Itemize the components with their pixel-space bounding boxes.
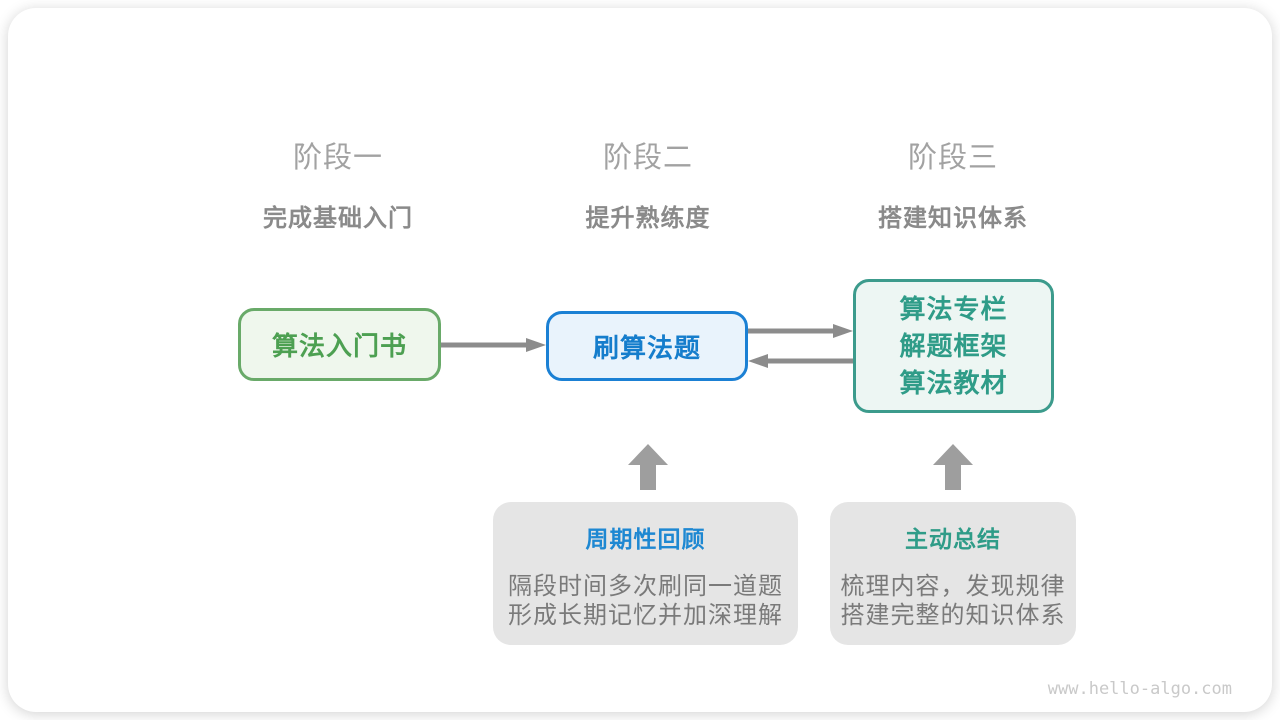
active-summary-note: 主动总结 梳理内容，发现规律 搭建完整的知识体系 [830, 502, 1076, 645]
resources-line-1: 算法专栏 [899, 293, 1008, 324]
stage-1-subtitle: 完成基础入门 [263, 205, 413, 232]
stage-2-subtitle: 提升熟练度 [585, 205, 711, 232]
block-arrow-up-summary-icon [933, 444, 973, 490]
arrow-right-box2-to-box3-icon [748, 324, 853, 338]
stage-3-subtitle: 搭建知识体系 [878, 205, 1028, 232]
resources-box: 算法专栏 解题框架 算法教材 [853, 279, 1054, 413]
practice-problems-label: 刷算法题 [592, 332, 701, 363]
periodic-review-line-2: 形成长期记忆并加深理解 [508, 602, 783, 629]
stage-3-label: 阶段三 [907, 142, 998, 174]
active-summary-title: 主动总结 [905, 526, 1001, 552]
stage-3-header: 阶段三 搭建知识体系 [878, 134, 1028, 233]
block-arrow-up-review-icon [628, 444, 668, 490]
active-summary-line-2: 搭建完整的知识体系 [840, 602, 1066, 629]
intro-book-label: 算法入门书 [271, 331, 407, 361]
stage-1-label: 阶段一 [292, 142, 383, 174]
resources-line-2: 解题框架 [899, 330, 1008, 361]
active-summary-line-1: 梳理内容，发现规律 [840, 573, 1066, 600]
periodic-review-line-1: 隔段时间多次刷同一道题 [508, 573, 783, 600]
arrow-right-box1-to-box2-icon [441, 338, 546, 352]
periodic-review-note: 周期性回顾 隔段时间多次刷同一道题 形成长期记忆并加深理解 [493, 502, 798, 645]
diagram-card: 阶段一 完成基础入门 阶段二 提升熟练度 阶段三 搭建知识体系 算法入门书 刷算… [8, 8, 1272, 712]
active-summary-body: 梳理内容，发现规律 搭建完整的知识体系 [830, 572, 1076, 630]
intro-book-box: 算法入门书 [238, 308, 441, 381]
watermark: www.hello-algo.com [1047, 679, 1232, 699]
periodic-review-title: 周期性回顾 [585, 526, 706, 552]
stage-1-header: 阶段一 完成基础入门 [263, 134, 413, 233]
stage-2-header: 阶段二 提升熟练度 [586, 134, 711, 233]
arrow-left-box3-to-box2-icon [748, 354, 853, 368]
practice-problems-box: 刷算法题 [546, 311, 748, 381]
resources-line-3: 算法教材 [899, 367, 1008, 398]
stage-2-label: 阶段二 [602, 142, 693, 174]
periodic-review-body: 隔段时间多次刷同一道题 形成长期记忆并加深理解 [493, 572, 798, 630]
